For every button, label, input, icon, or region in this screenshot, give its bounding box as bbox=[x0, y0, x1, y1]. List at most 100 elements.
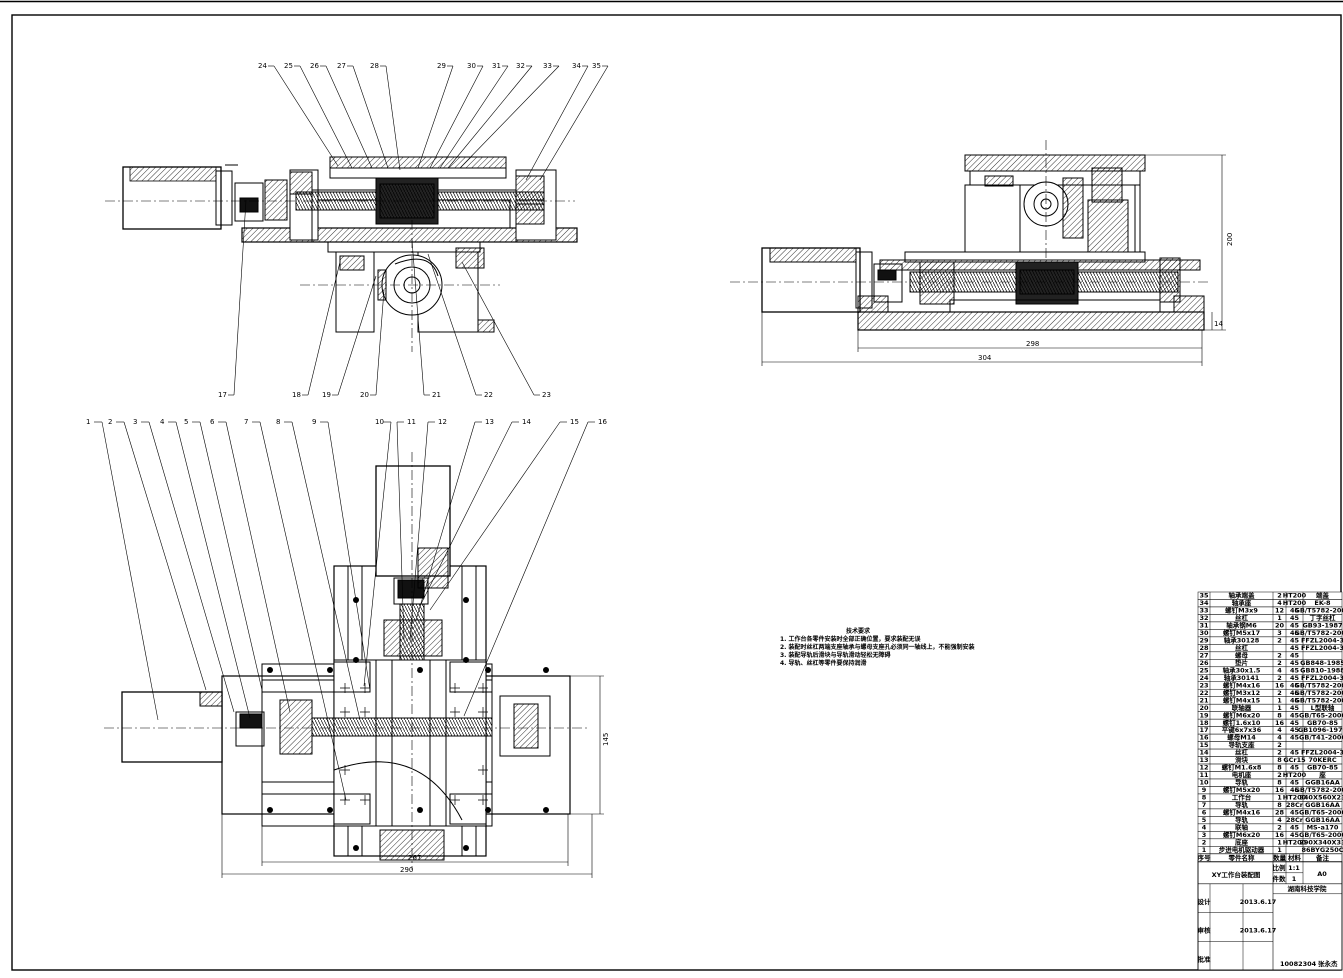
balloon-34: 34 bbox=[572, 62, 581, 70]
bom-cell: 34 bbox=[1199, 599, 1209, 607]
bom-cell: 导轨支座 bbox=[1229, 740, 1256, 749]
bom-cell: 290X340X33 bbox=[1299, 838, 1343, 846]
bom-header-cell: 序号 bbox=[1197, 853, 1212, 862]
bom-cell: 45 bbox=[1290, 629, 1300, 637]
bom-cell: 14 bbox=[1199, 749, 1209, 757]
technical-requirements: 技术要求 1. 工作台各零件安装时全部正确位置，要求装配无误 2. 装配时丝杠两… bbox=[780, 628, 975, 668]
bom-cell: 2 bbox=[1277, 823, 1282, 831]
bom-cell: 16 bbox=[1275, 681, 1285, 689]
balloon-17: 17 bbox=[218, 391, 227, 399]
bom-cell: 35 bbox=[1199, 592, 1209, 600]
bom-header-cell: 零件名称 bbox=[1228, 853, 1256, 862]
bom-cell: 45 bbox=[1290, 749, 1300, 757]
bom-cell: 丝杠 bbox=[1235, 613, 1249, 622]
bom-cell: 4 bbox=[1277, 734, 1282, 742]
bom-cell: HT200 bbox=[1283, 771, 1307, 779]
bom-cell: 13 bbox=[1199, 756, 1208, 764]
balloon-10: 10 bbox=[375, 418, 384, 426]
bom-cell: GB/T5782-2000 bbox=[1295, 786, 1343, 794]
balloon-16: 16 bbox=[598, 418, 607, 426]
bom-cell: 座 bbox=[1318, 770, 1326, 779]
bom-cell: 滑块 bbox=[1235, 755, 1249, 764]
bom-cell: 螺钉M6x20 bbox=[1223, 710, 1261, 719]
bom-cell: 螺钉M4x16 bbox=[1223, 808, 1261, 817]
bom-cell: GB810-1988 bbox=[1300, 666, 1343, 674]
bom-cell: 2 bbox=[1277, 689, 1282, 697]
bom-cell: 8 bbox=[1277, 756, 1282, 764]
bom-cell: 45 bbox=[1290, 644, 1300, 652]
bom-cell: 螺钉M5x20 bbox=[1223, 785, 1261, 794]
bom-cell: 底座 bbox=[1235, 837, 1249, 846]
dim-267: 267 bbox=[408, 854, 421, 862]
balloon-15: 15 bbox=[570, 418, 579, 426]
bom-cell: 28 bbox=[1199, 644, 1209, 652]
bom-cell: 螺钉M4x15 bbox=[1223, 695, 1261, 704]
bom-cell: 45 bbox=[1290, 651, 1300, 659]
bom-cell: 2 bbox=[1277, 749, 1282, 757]
bom-cell: 18 bbox=[1199, 719, 1209, 727]
bom-cell: 3 bbox=[1277, 629, 1282, 637]
balloon-3: 3 bbox=[133, 418, 137, 426]
bom-cell: 31 bbox=[1199, 622, 1209, 630]
bom-cell: 螺钉M6x20 bbox=[1223, 830, 1261, 839]
note-line-3: 3. 装配导轨后滑块与导轨滑动轻松无障碍 bbox=[780, 652, 891, 659]
title-row-label: 审核 bbox=[1198, 926, 1212, 935]
bom-cell: 螺钉M3x9 bbox=[1225, 606, 1258, 615]
school-name: 湖南科技学院 bbox=[1288, 884, 1328, 893]
bom-cell: 10 bbox=[1199, 779, 1209, 787]
bom-cell: 45 bbox=[1290, 711, 1300, 719]
bom-cell: 45 bbox=[1290, 823, 1300, 831]
plan-dimensions bbox=[221, 675, 604, 878]
bom-cell: 45 bbox=[1290, 734, 1300, 742]
balloon-23: 23 bbox=[542, 391, 551, 399]
bom-cell: 5 bbox=[1202, 816, 1207, 824]
balloon-30: 30 bbox=[467, 62, 476, 70]
bom-cell: 28Cr bbox=[1286, 801, 1304, 809]
bom-cell: 平键6x7x36 bbox=[1222, 725, 1262, 734]
bom-cell: 16 bbox=[1199, 734, 1209, 742]
balloon-29: 29 bbox=[437, 62, 446, 70]
bom-cell: GB/T65-2000 bbox=[1299, 831, 1343, 839]
bom-cell: 轴承30x1.5 bbox=[1223, 665, 1261, 674]
bom-cell: 45 bbox=[1290, 674, 1300, 682]
bom-cell: FFZL2004-3 bbox=[1301, 749, 1343, 757]
bom-cell: 轴承30141 bbox=[1224, 673, 1260, 682]
bom-cell: 27 bbox=[1199, 651, 1208, 659]
bom-cell: 螺钉M1.6x8 bbox=[1222, 763, 1262, 772]
balloon-1: 1 bbox=[86, 418, 90, 426]
bom-cell: 30 bbox=[1199, 629, 1209, 637]
bom-cell: HT200 bbox=[1283, 599, 1307, 607]
bom-cell: 螺母M14 bbox=[1227, 733, 1256, 742]
dim-14: 14 bbox=[1214, 320, 1223, 328]
bom-cell: 20 bbox=[1199, 704, 1209, 712]
bom-cell: 45 bbox=[1290, 704, 1300, 712]
balloon-21: 21 bbox=[432, 391, 441, 399]
bom-cell: 29 bbox=[1199, 636, 1209, 644]
title-row-label: 设计 bbox=[1198, 897, 1212, 906]
balloon-20: 20 bbox=[360, 391, 369, 399]
balloon-35: 35 bbox=[592, 62, 601, 70]
bom-cell: GGB16AA bbox=[1305, 816, 1340, 824]
drawing-title: XY工作台装配图 bbox=[1212, 870, 1261, 879]
balloon-31: 31 bbox=[492, 62, 501, 70]
bom-cell: 联轴器 bbox=[1232, 703, 1252, 712]
bom-cell: 9 bbox=[1202, 786, 1207, 794]
bom-cell: 电机座 bbox=[1232, 770, 1252, 779]
bom-cell: HT200 bbox=[1283, 838, 1307, 846]
bom-cell: 340X560X23 bbox=[1299, 794, 1343, 802]
bom-cell: 导轨 bbox=[1235, 800, 1249, 809]
bom-cell: 45 bbox=[1290, 719, 1300, 727]
balloon-2: 2 bbox=[108, 418, 112, 426]
balloon-25: 25 bbox=[284, 62, 293, 70]
bom-cell: 26 bbox=[1199, 659, 1209, 667]
bom-cell: GB/T65-2000 bbox=[1299, 711, 1343, 719]
bom-cell: 轴承钢M6 bbox=[1226, 621, 1257, 630]
bom-cell: GB/T41-2000 bbox=[1299, 734, 1343, 742]
front-view bbox=[122, 156, 578, 333]
scale-value: 1:1 bbox=[1288, 864, 1300, 872]
bom-cell: 1 bbox=[1277, 838, 1282, 846]
